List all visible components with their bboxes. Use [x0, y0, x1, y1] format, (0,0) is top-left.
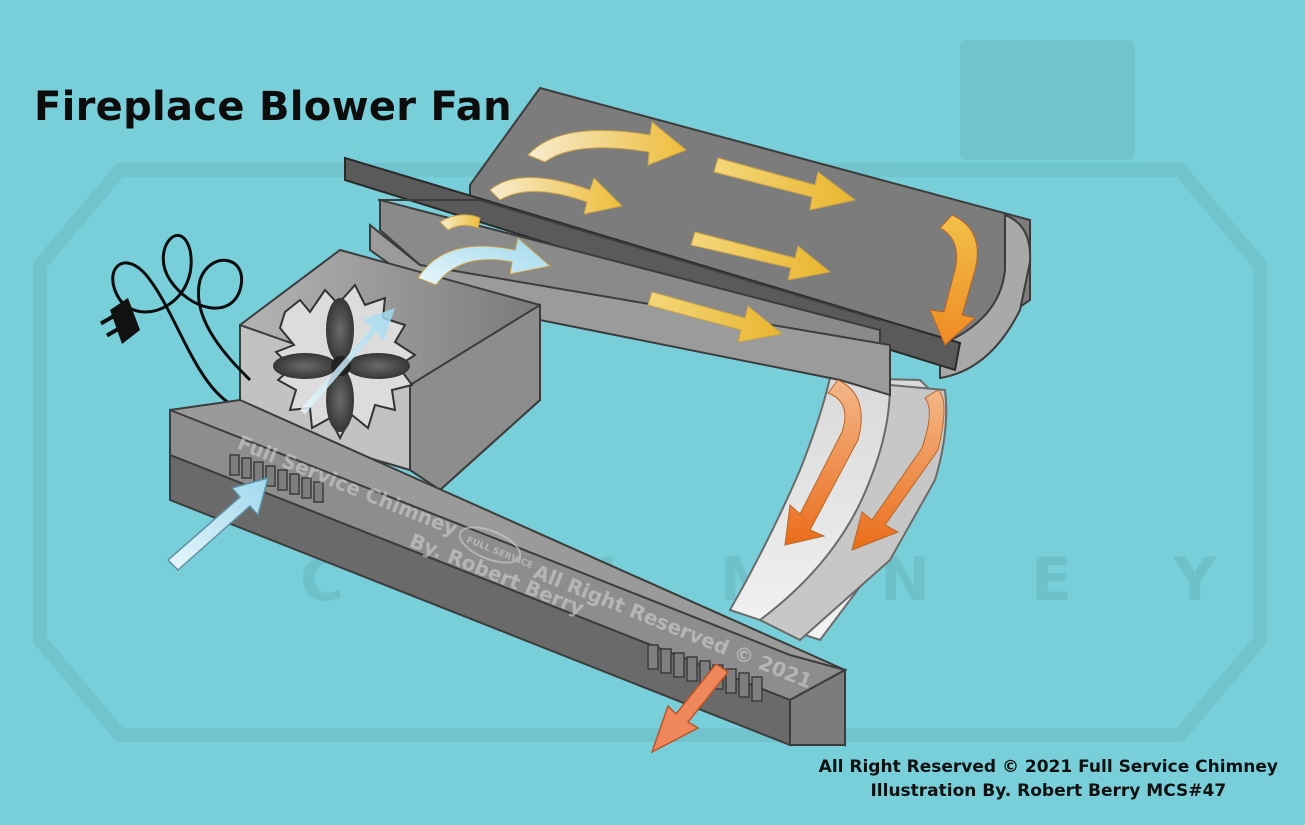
fan-icon — [273, 283, 417, 441]
intake-vents — [229, 454, 324, 503]
credits: All Right Reserved © 2021 Full Service C… — [819, 755, 1278, 803]
warm-air-arrow-6 — [647, 291, 784, 343]
warm-air-arrow-7 — [439, 214, 481, 231]
down-flow-arrows — [784, 214, 978, 551]
warm-air-arrow-1 — [527, 121, 687, 166]
page-title: Fireplace Blower Fan — [34, 84, 512, 130]
power-cord — [111, 233, 252, 412]
down-arrow-left — [784, 379, 862, 546]
credits-line-1: All Right Reserved © 2021 Full Service C… — [818, 757, 1278, 777]
credits-line-2: Illustration By. Robert Berry MCS#47 — [870, 781, 1227, 801]
right-duct — [728, 376, 948, 642]
background-watermark — [33, 40, 1267, 742]
hot-air-arrow-icon — [650, 662, 730, 754]
power-plug-icon — [99, 298, 140, 344]
left-frame-side — [369, 222, 891, 397]
cool-air-arrow-icon — [166, 476, 270, 572]
warm-air-arrow-4 — [690, 231, 832, 281]
down-arrow-top — [929, 214, 978, 346]
down-arrow-right — [851, 389, 945, 551]
warm-air-arrow-2 — [489, 177, 624, 215]
front-panel — [169, 398, 848, 748]
warm-air-arrows — [417, 121, 857, 343]
warm-air-arrow-5 — [417, 237, 552, 286]
warm-air-arrow-3 — [713, 157, 857, 211]
